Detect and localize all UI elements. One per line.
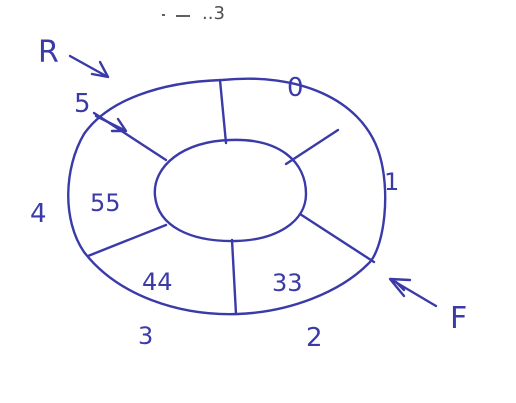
- rear-pointer: R: [38, 35, 110, 79]
- top-smudge: ..3: [162, 3, 225, 24]
- front-pointer: F: [388, 277, 467, 336]
- cell-value-2: 33: [272, 269, 303, 297]
- divider-0-1: [284, 128, 340, 166]
- divider-2-3: [230, 238, 238, 316]
- front-arrow-head: [388, 277, 412, 298]
- index-label-0: 0: [287, 73, 304, 103]
- index-label-3: 3: [138, 322, 153, 350]
- index-label-1: 1: [384, 168, 399, 196]
- index-5-arrow-shaft: [94, 114, 126, 132]
- front-pointer-label: F: [450, 301, 467, 336]
- cell-dividers: [86, 78, 376, 316]
- cell-value-4: 55: [90, 189, 121, 217]
- inner-ring: [153, 138, 308, 243]
- outer-ring: [67, 77, 387, 316]
- divider-3-4: [86, 223, 168, 258]
- index-5-arrow-head: [110, 117, 128, 133]
- rear-arrow-shaft: [68, 54, 108, 78]
- index-5-arrow: [94, 114, 128, 133]
- index-label-4: 4: [30, 199, 47, 229]
- front-arrow-fill: [394, 280, 406, 292]
- rear-arrow-head: [90, 60, 110, 79]
- divider-1-2: [298, 212, 376, 264]
- cell-value-3: 44: [142, 268, 173, 296]
- index-label-5: 5: [74, 89, 91, 119]
- rear-pointer-label: R: [38, 35, 59, 70]
- divider-0-5: [218, 78, 228, 145]
- top-mark-text: ..3: [202, 3, 225, 24]
- index-label-2: 2: [306, 323, 323, 353]
